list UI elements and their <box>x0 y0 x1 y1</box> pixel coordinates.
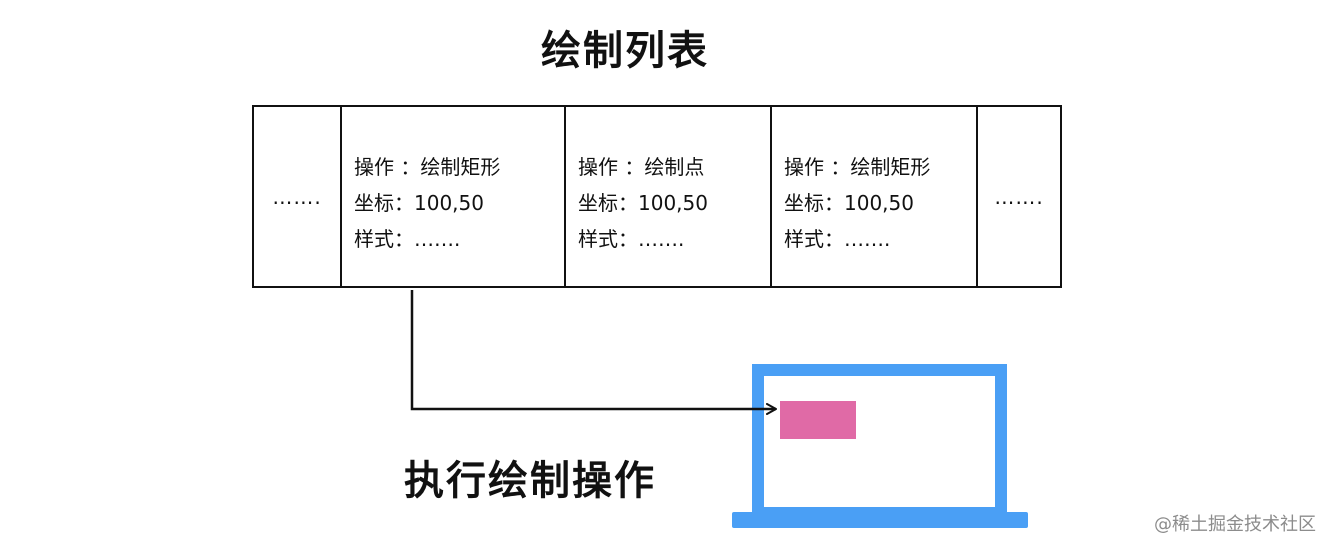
list-cell-op-2: 操作 ：绘制点 坐标：100,50 样式：……. <box>566 107 772 286</box>
op-style: 样式：……. <box>354 227 461 251</box>
drawn-rectangle <box>780 401 856 439</box>
list-cell-ellipsis-left: ……. <box>254 107 342 286</box>
op-operation: 操作 ：绘制矩形 <box>354 155 501 179</box>
diagram-title: 绘制列表 <box>541 28 709 74</box>
op-style: 样式：……. <box>578 227 685 251</box>
laptop-base <box>732 512 1028 528</box>
op-style: 样式：……. <box>784 227 891 251</box>
op-coordinate: 坐标：100,50 <box>354 191 484 215</box>
draw-list-table: ……. 操作 ：绘制矩形 坐标：100,50 样式：……. 操作 ：绘制点 坐标… <box>252 105 1062 288</box>
watermark: @稀土掘金技术社区 <box>1154 514 1316 535</box>
op-coordinate: 坐标：100,50 <box>578 191 708 215</box>
ellipsis-text: ……. <box>272 184 322 209</box>
list-cell-op-3: 操作 ：绘制矩形 坐标：100,50 样式：……. <box>772 107 978 286</box>
op-operation: 操作 ：绘制矩形 <box>784 155 931 179</box>
arrow-line <box>410 290 777 415</box>
laptop-screen <box>752 364 1007 519</box>
ellipsis-text: ……. <box>994 184 1044 209</box>
op-operation: 操作 ：绘制点 <box>578 155 705 179</box>
op-coordinate: 坐标：100,50 <box>784 191 914 215</box>
list-cell-ellipsis-right: ……. <box>978 107 1060 286</box>
execute-draw-label: 执行绘制操作 <box>404 458 656 504</box>
list-cell-op-1: 操作 ：绘制矩形 坐标：100,50 样式：……. <box>342 107 566 286</box>
